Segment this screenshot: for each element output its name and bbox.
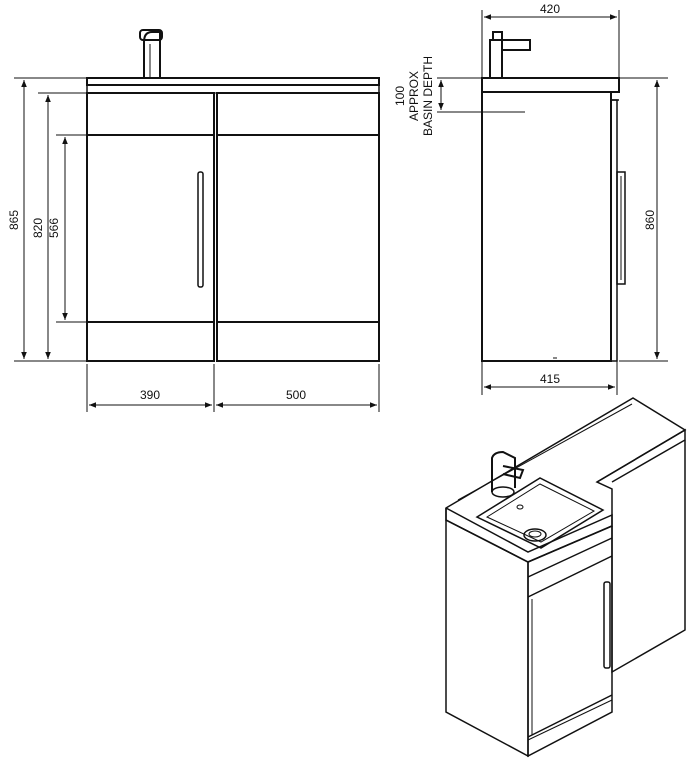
front-view: 865 820 566 390 500	[7, 29, 380, 412]
front-door-right	[216, 134, 380, 323]
side-view: 420 860 415 100 APPROX BASIN DEPTH	[393, 2, 668, 395]
iso-basin-bowl	[475, 477, 605, 549]
dim-label-865: 865	[7, 210, 21, 230]
dim-415: 415	[481, 361, 618, 395]
isometric-view	[445, 397, 687, 758]
dim-label-820: 820	[31, 218, 45, 238]
iso-handle	[603, 581, 611, 669]
front-worktop	[86, 77, 380, 86]
iso-tap-icon	[491, 450, 525, 498]
dim-390: 390	[89, 388, 212, 408]
dim-500: 500	[216, 388, 377, 408]
side-basin-top	[481, 77, 620, 93]
front-plinth-right	[216, 321, 380, 362]
dim-basin-depth: 100 APPROX BASIN DEPTH	[393, 56, 525, 136]
front-top-panel	[216, 92, 380, 136]
dim-label-566: 566	[47, 218, 61, 238]
dim-860: 860	[619, 77, 668, 362]
dim-label-basin-depth-value: 100	[393, 86, 407, 106]
dim-label-860: 860	[643, 210, 657, 230]
dim-566: 566	[47, 134, 87, 323]
front-basin-panel	[86, 92, 215, 136]
iso-worktop	[445, 397, 687, 563]
dim-label-basin-depth-line1: APPROX	[407, 71, 421, 121]
tap-icon	[139, 29, 163, 78]
side-carcass	[481, 91, 612, 362]
front-door-handle	[197, 171, 204, 288]
dim-label-basin-depth-line2: BASIN DEPTH	[421, 56, 435, 136]
front-plinth-left	[86, 321, 215, 362]
dim-865: 865	[7, 77, 87, 362]
iso-drain	[523, 528, 547, 542]
dim-label-500: 500	[286, 388, 306, 402]
side-handle	[616, 171, 626, 285]
dim-420: 420	[481, 2, 620, 78]
dim-820: 820	[31, 92, 87, 359]
dim-label-390: 390	[140, 388, 160, 402]
dim-label-420: 420	[540, 2, 560, 16]
dim-label-415: 415	[540, 372, 560, 386]
front-door-left	[86, 134, 215, 323]
side-tap-icon	[489, 31, 531, 79]
iso-right-cabinet	[611, 440, 686, 674]
